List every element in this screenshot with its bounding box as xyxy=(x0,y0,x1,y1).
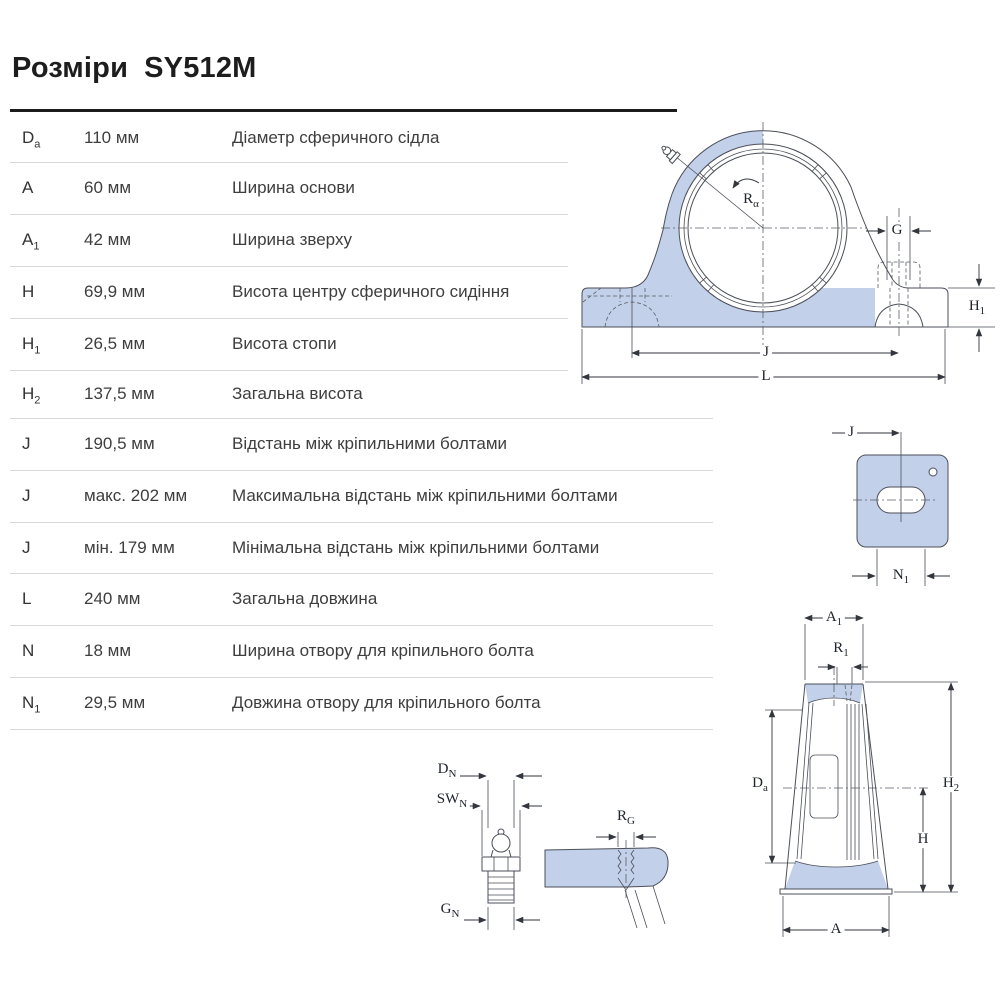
label-n1-plate: N1 xyxy=(889,567,913,586)
dim-value: макс. 202 мм xyxy=(84,486,188,505)
page-title: Розміри SY512M xyxy=(12,52,257,85)
dim-n1-plate xyxy=(852,549,950,586)
hidden-bolt-details xyxy=(582,261,924,358)
table-row: L 240 мм Загальна довжина xyxy=(10,573,713,626)
table-row: N 18 мм Ширина отвору для кріпильного бо… xyxy=(10,625,713,678)
label-dn: DN xyxy=(434,761,460,780)
dim-value: 42 мм xyxy=(84,230,132,249)
dim-description: Діаметр сферичного сідла xyxy=(232,127,440,147)
dim-description: Довжина отвору для кріпильного болта xyxy=(232,693,541,712)
plate-view-drawing xyxy=(832,429,950,586)
dim-symbol: Da xyxy=(22,127,41,150)
dim-symbol: A xyxy=(22,178,34,197)
dim-r1-side xyxy=(818,663,868,684)
dim-symbol: H2 xyxy=(22,384,41,407)
dim-value: мін. 179 мм xyxy=(84,537,175,557)
dim-gn xyxy=(464,907,540,930)
label-j-front: J xyxy=(760,344,772,361)
side-body xyxy=(779,666,928,895)
dim-symbol: H1 xyxy=(22,334,41,357)
table-row: J мін. 179 мм Мінімальна відстань між кр… xyxy=(10,522,713,574)
dim-value: 110 мм xyxy=(84,127,140,147)
ring-notches xyxy=(699,164,827,292)
table-row: J 190,5 мм Відстань між кріпильними болт… xyxy=(10,418,713,471)
table-row: N1 29,5 мм Довжина отвору для кріпильног… xyxy=(10,677,713,730)
table-row: H 69,9 мм Висота центру сферичного сидін… xyxy=(10,266,568,319)
side-view-drawing xyxy=(765,614,958,937)
label-h-side: H xyxy=(914,831,932,848)
dim-description: Висота стопи xyxy=(232,334,337,353)
table-row: A1 42 мм Ширина зверху xyxy=(10,214,568,267)
label-r1-side: R1 xyxy=(830,640,852,659)
dim-description: Загальна довжина xyxy=(232,589,378,608)
grease-nipple-front xyxy=(661,145,764,229)
table-row: J макс. 202 мм Максимальна відстань між … xyxy=(10,470,713,523)
label-r-alpha: Rα xyxy=(740,191,762,210)
housing-boss-section xyxy=(544,840,669,929)
dim-h1 xyxy=(948,264,995,352)
page-title-model: SY512M xyxy=(144,52,257,84)
dim-symbol: J xyxy=(22,434,31,453)
label-h2-side: H2 xyxy=(939,775,963,794)
housing-section xyxy=(581,112,1000,402)
dim-value: 29,5 мм xyxy=(84,693,146,712)
dim-value: 18 мм xyxy=(84,641,132,660)
dim-dn xyxy=(460,772,542,828)
table-row: H2 137,5 мм Загальна висота xyxy=(10,370,713,419)
label-l-front: L xyxy=(758,368,774,385)
label-swn: SWN xyxy=(433,791,471,810)
dim-symbol: N1 xyxy=(22,693,41,716)
label-da-side: Da xyxy=(749,775,771,794)
table-row: H1 26,5 мм Висота стопи xyxy=(10,318,568,371)
label-gn: GN xyxy=(437,901,463,920)
dim-value: 60 мм xyxy=(84,178,132,197)
dim-description: Ширина зверху xyxy=(232,230,352,249)
label-j-plate: J xyxy=(845,424,857,441)
dim-value: 69,9 мм xyxy=(84,282,146,301)
dim-symbol: N xyxy=(22,641,35,660)
dim-value: 137,5 мм xyxy=(84,384,155,403)
table-row: A 60 мм Ширина основи xyxy=(10,162,568,215)
dim-description: Максимальна відстань між кріпильними бол… xyxy=(232,486,618,505)
label-a1-side: A1 xyxy=(822,609,846,628)
page-title-label: Розміри xyxy=(12,52,129,84)
dim-symbol: H xyxy=(22,282,35,301)
dim-description: Відстань між кріпильними болтами xyxy=(232,434,508,453)
label-a-side: A xyxy=(827,921,845,938)
title-rule xyxy=(10,109,677,112)
label-rg: RG xyxy=(614,808,638,827)
label-g: G xyxy=(888,222,906,239)
dim-description: Ширина отвору для кріпильного болта xyxy=(232,641,534,660)
dim-rg xyxy=(596,832,656,847)
dim-value: 190,5 мм xyxy=(84,434,155,453)
dim-description: Ширина основи xyxy=(232,178,355,197)
grease-nipple-side xyxy=(481,828,521,904)
dim-description: Загальна висота xyxy=(232,384,363,403)
dim-g xyxy=(866,216,931,280)
nipple-detail-drawing xyxy=(460,772,669,930)
dim-da-side xyxy=(765,709,802,864)
dim-symbol: L xyxy=(22,589,32,608)
dim-symbol: A1 xyxy=(22,230,40,253)
dim-value: 240 мм xyxy=(84,589,141,608)
dim-description: Мінімальна відстань між кріпильними болт… xyxy=(232,537,600,557)
table-row: Da 110 мм Діаметр сферичного сідла xyxy=(10,113,568,163)
dim-symbol: J xyxy=(22,486,31,505)
dim-value: 26,5 мм xyxy=(84,334,146,353)
plate-pin-hole xyxy=(928,467,938,477)
dim-symbol: J xyxy=(22,537,31,557)
dim-description: Висота центру сферичного сидіння xyxy=(232,282,510,301)
label-h1: H1 xyxy=(965,298,989,317)
front-view-drawing xyxy=(581,112,1000,402)
